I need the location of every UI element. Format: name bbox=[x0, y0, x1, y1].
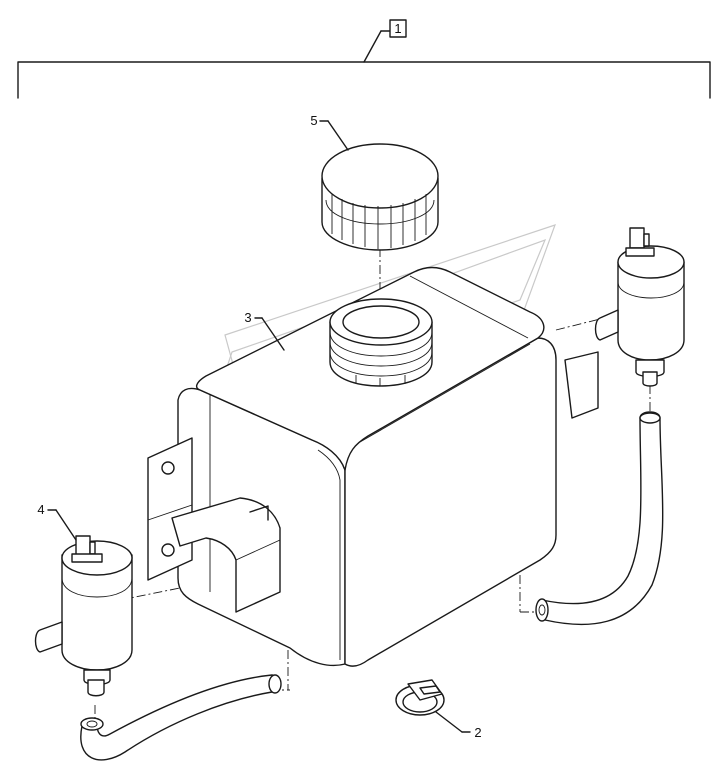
reservoir-tank bbox=[147, 266, 599, 667]
callout-3: 3 bbox=[244, 310, 285, 351]
assembly-bracket: 1 bbox=[17, 19, 711, 99]
callout-box-1 bbox=[389, 19, 407, 38]
callout-label-2: 2 bbox=[474, 725, 481, 740]
hose-clamp bbox=[395, 679, 445, 716]
callout-label-3: 3 bbox=[244, 310, 251, 325]
reservoir-cap bbox=[321, 143, 439, 251]
callout-5: 5 bbox=[310, 113, 349, 151]
washer-pump-left bbox=[34, 535, 133, 697]
washer-hose-left bbox=[80, 674, 282, 761]
callout-label-1: 1 bbox=[394, 21, 401, 36]
callout-2: 2 bbox=[435, 711, 482, 740]
callout-label-4: 4 bbox=[37, 502, 44, 517]
filler-neck bbox=[329, 298, 433, 387]
callout-label-5: 5 bbox=[310, 113, 317, 128]
washer-hose-right bbox=[535, 411, 664, 626]
washer-pump-right bbox=[594, 227, 685, 387]
callout-4: 4 bbox=[37, 502, 77, 541]
